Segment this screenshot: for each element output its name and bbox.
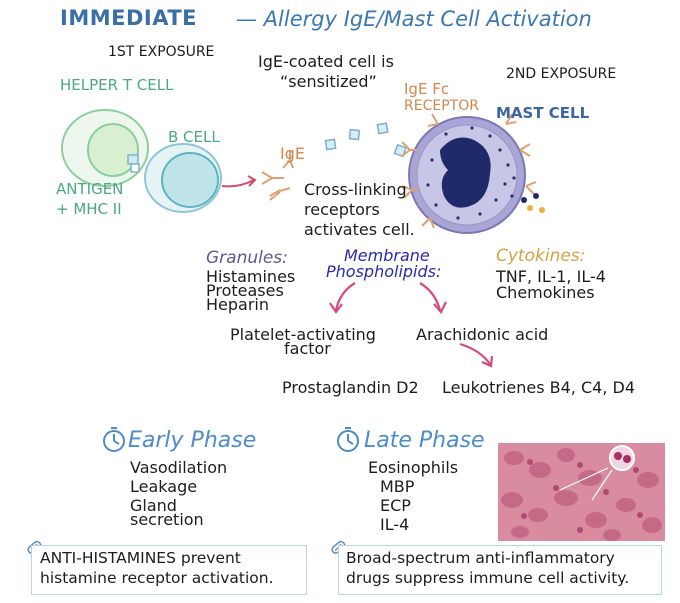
late-phase-item-4: IL-4 bbox=[380, 515, 410, 534]
late-clock-icon bbox=[337, 427, 359, 452]
late-phase-item-3: ECP bbox=[380, 496, 411, 515]
mast-cell-shape bbox=[408, 116, 526, 234]
ige-squares bbox=[324, 122, 408, 158]
phospholipid-arrows bbox=[329, 282, 494, 368]
cytokines-line2: Chemokines bbox=[496, 283, 595, 302]
helper-t-cell-label: HELPER T CELL bbox=[60, 76, 174, 94]
granules-item-1: Histamines bbox=[206, 267, 296, 286]
early-clock-icon bbox=[103, 427, 125, 452]
granules-item-2: Proteases bbox=[206, 281, 284, 300]
note-box-left bbox=[31, 545, 307, 595]
crosslinking-line3: activates cell. bbox=[304, 220, 415, 239]
membrane-line1: Membrane bbox=[344, 246, 430, 265]
mhc-label: + MHC II bbox=[56, 200, 122, 218]
late-phase-item-1: Eosinophils bbox=[368, 458, 459, 477]
first-exposure-label: 1ST EXPOSURE bbox=[108, 44, 215, 60]
note-left-line2: histamine receptor activation. bbox=[40, 569, 274, 587]
early-phase-item-2: Leakage bbox=[130, 477, 198, 496]
ige-label: IgE bbox=[280, 144, 305, 163]
crosslinking-line2: receptors bbox=[304, 200, 380, 219]
granules-title: Granules: bbox=[206, 248, 288, 268]
crosslinking-line1: Cross-linking bbox=[304, 180, 407, 199]
early-phase-item-1: Vasodilation bbox=[130, 458, 228, 477]
ige-fc-receptor-line1: IgE Fc bbox=[404, 80, 450, 98]
note-box-right bbox=[338, 545, 662, 595]
early-phase-item-4: secretion bbox=[130, 510, 204, 529]
membrane-line2: Phospholipids: bbox=[326, 262, 442, 281]
early-phase-title: Early Phase bbox=[128, 428, 257, 453]
b-cell-label: B CELL bbox=[168, 128, 220, 146]
prostaglandin-label: Prostaglandin D2 bbox=[282, 378, 419, 397]
antigen-shape bbox=[127, 154, 140, 173]
late-phase-item-2: MBP bbox=[380, 477, 415, 496]
antigen-label: ANTIGEN bbox=[56, 180, 124, 198]
cytokines-title: Cytokines: bbox=[496, 246, 586, 266]
cytokine-dots bbox=[521, 193, 545, 213]
cytokines-line1: TNF, IL-1, IL-4 bbox=[496, 267, 606, 286]
ige-coated-line1: IgE-coated cell is bbox=[258, 52, 394, 71]
ige-antibodies bbox=[261, 150, 294, 201]
ige-fc-receptor-line2: RECEPTOR bbox=[404, 98, 479, 114]
helper-t-cell-shape bbox=[61, 109, 149, 187]
second-exposure-label: 2ND EXPOSURE bbox=[506, 66, 617, 82]
paf-line1: Platelet-activating bbox=[230, 325, 376, 344]
b-cell-shape bbox=[144, 143, 222, 213]
granules-item-3: Heparin bbox=[206, 295, 269, 314]
paf-line2: factor bbox=[284, 339, 331, 358]
tissue-image bbox=[498, 443, 665, 541]
early-phase-item-3: Gland bbox=[130, 496, 177, 515]
mast-cell-label: MAST CELL bbox=[496, 104, 590, 122]
fc-receptors bbox=[401, 113, 537, 229]
note-right-line1: Broad-spectrum anti-inflammatory bbox=[346, 549, 615, 567]
late-phase-title: Late Phase bbox=[364, 428, 485, 453]
leukotrienes-label: Leukotrienes B4, C4, D4 bbox=[442, 378, 635, 397]
ige-coated-line2: “sensitized” bbox=[280, 72, 377, 91]
b-cell-arrow bbox=[221, 179, 255, 188]
title-main: IMMEDIATE bbox=[60, 6, 197, 30]
title-subtitle: — Allergy IgE/Mast Cell Activation bbox=[236, 7, 592, 31]
note-left-line1: ANTI-HISTAMINES prevent bbox=[40, 549, 241, 567]
arachidonic-label: Arachidonic acid bbox=[416, 325, 549, 344]
note-right-line2: drugs suppress immune cell activity. bbox=[346, 569, 630, 587]
